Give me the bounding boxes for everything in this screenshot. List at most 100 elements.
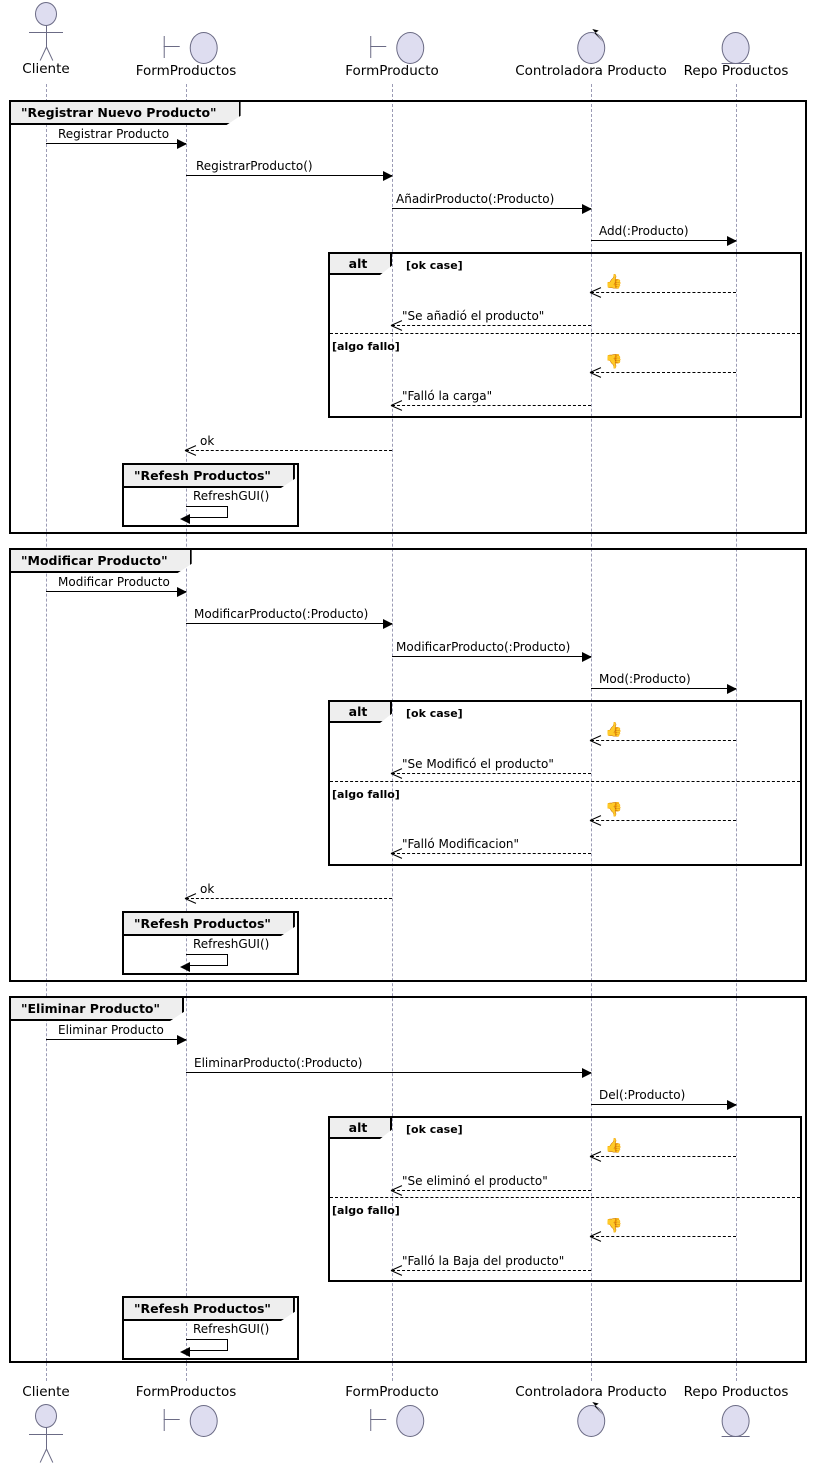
control-arrow	[591, 1402, 603, 1415]
message-label: ModificarProducto(:Producto)	[194, 607, 369, 621]
participant-head-repo-productos[interactable]: Repo Productos	[683, 30, 789, 79]
message-return-thumbs-down[interactable]: 👎	[591, 1219, 736, 1237]
frame-registrar-nuevo-producto[interactable]: "Registrar Nuevo Producto"	[9, 100, 807, 534]
participant-foot-formproducto[interactable]: FormProducto	[345, 1385, 439, 1437]
alt-branch-divider	[330, 333, 800, 334]
boundary-icon	[362, 30, 424, 64]
message-return-se-modifico[interactable]: "Se Modificó el producto"	[392, 757, 591, 774]
participant-head-formproductos[interactable]: FormProductos	[136, 30, 236, 79]
ref-frame-refesh-productos-1[interactable]: "Refesh Productos"	[122, 463, 299, 527]
message-return-se-elimino[interactable]: "Se eliminó el producto"	[392, 1174, 591, 1191]
message-eliminar-producto[interactable]: Eliminar Producto	[46, 1023, 187, 1045]
boundary-bar	[370, 36, 371, 58]
arrowhead-right-icon	[582, 1068, 592, 1078]
actor-head	[35, 2, 57, 26]
control-circle	[576, 1405, 605, 1437]
alt-branch-divider	[330, 1197, 800, 1198]
message-anadirproducto[interactable]: AñadirProducto(:Producto)	[392, 192, 592, 214]
actor-body	[46, 1427, 47, 1449]
message-eliminarproducto-ctrl[interactable]: EliminarProducto(:Producto)	[186, 1056, 592, 1078]
participant-foot-controladora-producto[interactable]: Controladora Producto	[515, 1385, 667, 1437]
alt-fragment-eliminar[interactable]: alt	[328, 1116, 802, 1282]
self-message-refreshgui-3[interactable]	[180, 1339, 228, 1357]
boundary-bar	[164, 36, 165, 58]
actor-leg-right	[46, 1448, 54, 1463]
boundary-stem	[370, 1419, 386, 1420]
boundary-circle	[190, 32, 218, 64]
entity-underline	[721, 1436, 750, 1437]
message-label: RegistrarProducto()	[196, 159, 313, 173]
self-message-refreshgui-1[interactable]	[180, 506, 228, 524]
arrowhead-left-open-icon	[391, 320, 402, 332]
message-registrarproducto[interactable]: RegistrarProducto()	[186, 159, 393, 181]
self-message-refreshgui-2[interactable]	[180, 954, 228, 972]
ref-frame-title: "Refesh Productos"	[124, 465, 295, 488]
alt-fragment-modificar[interactable]: alt	[328, 700, 802, 866]
arrowhead-right-icon	[177, 139, 187, 149]
message-del-producto[interactable]: Del(:Producto)	[591, 1088, 737, 1110]
actor-leg-right	[46, 46, 54, 61]
message-add-producto[interactable]: Add(:Producto)	[591, 224, 737, 246]
alt-operator-label: alt	[330, 254, 392, 275]
message-return-ok[interactable]: ok	[186, 882, 392, 899]
message-return-fallo-modificacion[interactable]: "Falló Modificacion"	[392, 837, 591, 854]
message-label: Del(:Producto)	[599, 1088, 686, 1102]
message-return-thumbs-up[interactable]: 👍	[591, 275, 736, 293]
message-return-thumbs-down[interactable]: 👎	[591, 803, 736, 821]
arrowhead-right-icon	[727, 236, 737, 246]
ref-frame-refesh-productos-2[interactable]: "Refesh Productos"	[122, 911, 299, 975]
arrowhead-right-icon	[727, 1100, 737, 1110]
control-icon	[561, 29, 621, 64]
message-return-fallo-baja[interactable]: "Falló la Baja del producto"	[392, 1254, 591, 1271]
message-return-thumbs-down[interactable]: 👎	[591, 355, 736, 373]
entity-icon	[706, 1403, 766, 1437]
message-modificarproducto-ctrl[interactable]: ModificarProducto(:Producto)	[392, 640, 592, 662]
participant-head-cliente[interactable]: Cliente	[16, 2, 76, 77]
actor-stick-figure-icon	[16, 2, 76, 61]
arrowhead-left-open-icon	[185, 893, 196, 905]
participant-label-repo-productos: Repo Productos	[683, 63, 789, 79]
alt-fragment-registrar[interactable]: alt	[328, 252, 802, 418]
frame-modificar-producto[interactable]: "Modificar Producto"	[9, 548, 807, 982]
control-arrow	[591, 29, 603, 42]
message-label: "Falló la carga"	[402, 389, 493, 403]
ref-frame-title: "Refesh Productos"	[124, 1298, 295, 1321]
actor-arms	[29, 1434, 63, 1435]
arrowhead-left-open-icon	[185, 445, 196, 457]
message-return-thumbs-up[interactable]: 👍	[591, 1139, 736, 1157]
message-return-thumbs-up[interactable]: 👍	[591, 723, 736, 741]
message-return-fallo-carga[interactable]: "Falló la carga"	[392, 389, 591, 406]
participant-foot-cliente[interactable]: Cliente	[16, 1385, 76, 1463]
message-return-ok[interactable]: ok	[186, 434, 392, 451]
thumbs-down-icon: 👎	[605, 1218, 623, 1234]
self-message-label-refreshgui-2: RefreshGUI()	[193, 937, 270, 951]
message-label: ok	[200, 882, 215, 896]
message-mod-producto[interactable]: Mod(:Producto)	[591, 672, 737, 694]
participant-foot-formproductos[interactable]: FormProductos	[135, 1384, 237, 1437]
message-return-se-anadio[interactable]: "Se añadió el producto"	[392, 309, 591, 326]
arrowhead-right-icon	[383, 171, 393, 181]
ref-frame-refesh-productos-3[interactable]: "Refesh Productos"	[122, 1296, 299, 1360]
lifeline-repo-productos	[736, 84, 737, 1381]
arrowhead-left-icon	[180, 962, 190, 972]
frame-title-eliminar: "Eliminar Producto"	[11, 998, 184, 1021]
participant-head-controladora-producto[interactable]: Controladora Producto	[515, 29, 667, 79]
participant-label-formproductos-foot: FormProductos	[135, 1384, 237, 1400]
participant-head-formproducto[interactable]: FormProducto	[345, 30, 439, 79]
frame-eliminar-producto[interactable]: "Eliminar Producto"	[9, 996, 807, 1363]
thumbs-up-icon: 👍	[605, 1138, 623, 1154]
message-registrar-producto[interactable]: Registrar Producto	[46, 127, 187, 149]
boundary-stem	[164, 1419, 180, 1420]
message-modificarproducto-form[interactable]: ModificarProducto(:Producto)	[186, 607, 393, 629]
thumbs-down-icon: 👎	[605, 802, 623, 818]
message-label: Registrar Producto	[58, 127, 170, 141]
message-label: ok	[200, 434, 215, 448]
entity-underline	[721, 63, 750, 64]
frame-title-modificar: "Modificar Producto"	[11, 550, 192, 573]
participant-foot-repo-productos[interactable]: Repo Productos	[684, 1385, 788, 1437]
message-modificar-producto[interactable]: Modificar Producto	[46, 575, 187, 597]
alt-branch-divider	[330, 781, 800, 782]
arrowhead-left-open-icon	[590, 287, 601, 299]
ref-frame-title: "Refesh Productos"	[124, 913, 295, 936]
